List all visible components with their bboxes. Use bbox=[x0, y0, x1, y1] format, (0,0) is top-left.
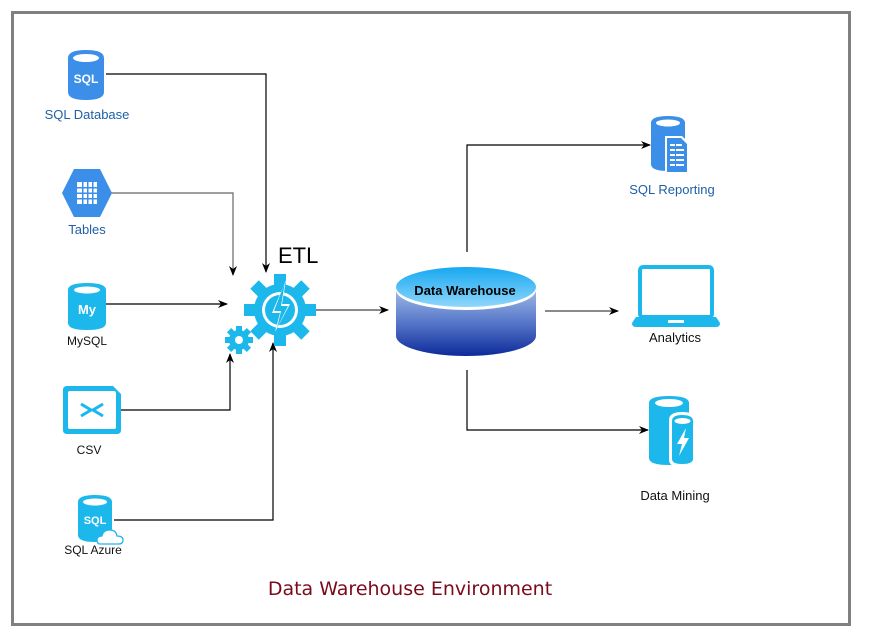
csv-file-icon[interactable] bbox=[63, 386, 121, 434]
sql-azure-cloud-icon[interactable]: SQL bbox=[78, 495, 124, 545]
source-label-sql-azure: SQL Azure bbox=[64, 543, 122, 557]
output-label-data-mining: Data Mining bbox=[640, 488, 710, 503]
mysql-database-icon[interactable]: My bbox=[68, 283, 106, 330]
edge-sql-database-to-etl bbox=[106, 73, 270, 273]
source-label-mysql: MySQL bbox=[66, 334, 108, 348]
data-warehouse-cylinder-icon[interactable] bbox=[396, 267, 536, 356]
table-grid-hexagon-icon[interactable] bbox=[62, 169, 112, 217]
source-label-tables: Tables bbox=[68, 222, 106, 237]
edge-tables-to-etl bbox=[111, 192, 237, 276]
connectors bbox=[106, 73, 651, 521]
diagram-frame bbox=[11, 11, 851, 626]
output-label-analytics: Analytics bbox=[648, 330, 702, 345]
diagram-caption: Data Warehouse Environment bbox=[267, 578, 553, 600]
edge-warehouse-to-data-mining bbox=[466, 370, 649, 434]
edge-warehouse-to-sql-reporting bbox=[466, 141, 651, 252]
svg-text:SQL: SQL bbox=[74, 72, 99, 86]
output-label-sql-reporting: SQL Reporting bbox=[629, 182, 715, 197]
edge-csv-to-etl bbox=[121, 353, 234, 411]
sql-reporting-icon[interactable] bbox=[651, 116, 689, 174]
laptop-icon[interactable] bbox=[632, 265, 720, 327]
source-label-csv: CSV bbox=[76, 443, 102, 457]
svg-text:My: My bbox=[78, 302, 97, 317]
data-warehouse-label: Data Warehouse bbox=[414, 283, 516, 298]
gear-lightning-icon[interactable] bbox=[225, 274, 316, 354]
svg-text:SQL: SQL bbox=[84, 515, 107, 527]
data-mining-icon[interactable] bbox=[649, 396, 696, 467]
sql-database-icon[interactable]: SQL bbox=[68, 50, 104, 100]
etl-label: ETL bbox=[278, 243, 319, 268]
edge-sql-azure-to-etl bbox=[114, 342, 277, 521]
source-label-sql-database: SQL Database bbox=[44, 107, 130, 122]
